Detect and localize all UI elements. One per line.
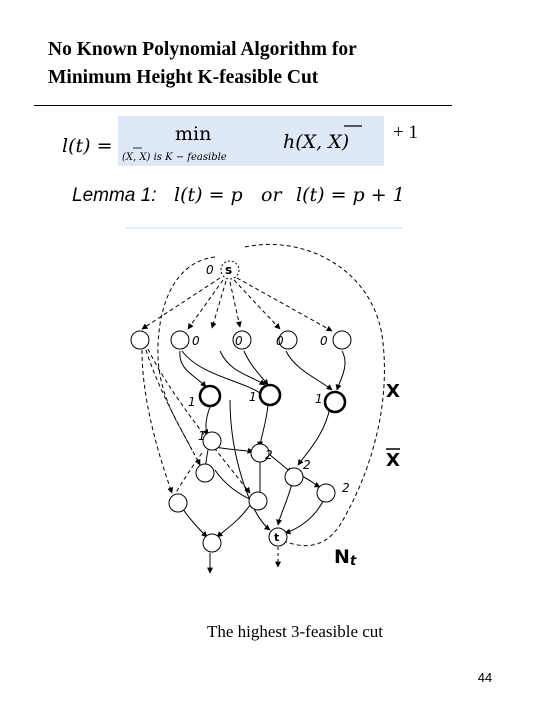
source-label: s: [225, 263, 232, 277]
level1-label-b: 1: [249, 390, 257, 404]
level0-label-a: 0: [192, 334, 200, 348]
node-labels: 0 s 0 0 0 0 1 1 1 1 2 2 2 t: [188, 263, 350, 544]
node-l0-c: [278, 330, 298, 350]
lemma-part-1: l(t) = p: [174, 184, 243, 206]
cut-label-x-1: X: [386, 381, 400, 402]
bottom-outputs: [207, 547, 281, 574]
node-l2-b: [284, 467, 304, 487]
level0-label-d: 0: [320, 334, 328, 348]
node-source: [220, 260, 240, 280]
title-divider: [34, 105, 452, 106]
formula-svg: l(t) = min (X, X) is K − feasible h(X, X…: [62, 116, 418, 206]
page-number: 44: [477, 670, 493, 685]
formula-subscript: (X, X) is K − feasible: [122, 152, 227, 163]
sink-label: t: [274, 531, 279, 544]
figure-caption: The highest 3-feasible cut: [206, 622, 384, 641]
formula-plus-one: + 1: [393, 122, 418, 143]
node-input-left: [130, 330, 150, 350]
node-mid-left: [195, 463, 215, 483]
network-diagram: 0 s 0 0 0 0 1 1 1 1 2 2 2 t X X N t: [120, 225, 420, 585]
title-line-2: Minimum Height K-feasible Cut: [48, 67, 319, 88]
node-l1-c: [323, 390, 347, 414]
lemma-or: or: [261, 184, 283, 206]
cut-label-x-2: X: [386, 450, 400, 471]
level1-label-a: 1: [188, 395, 196, 409]
title-line-1: No Known Polynomial Algorithm for: [48, 39, 357, 60]
node-l1-a: [198, 384, 222, 408]
node-sink: [268, 527, 288, 547]
level2-label-c: 2: [342, 481, 350, 495]
node-low-mid: [248, 491, 268, 511]
lemma-label: Lemma 1:: [72, 185, 156, 206]
node-l2-a: [250, 443, 270, 463]
level0-edges: [179, 350, 346, 394]
left-dashed-edges: [141, 348, 251, 494]
level2-label-b: 2: [303, 458, 311, 472]
formula-lhs: l(t) =: [62, 135, 113, 157]
level2-label-a: 2: [265, 448, 273, 462]
formula-highlight: [118, 116, 384, 166]
cut-labels: X X N t: [334, 381, 400, 569]
source-height-label: 0: [206, 263, 214, 277]
node-l0-a: [170, 330, 190, 350]
node-l1-b: [258, 383, 282, 407]
lemma-part-2: l(t) = p + 1: [296, 184, 405, 206]
level1-label-c: 1: [315, 392, 323, 406]
level1b-label: 1: [198, 429, 206, 443]
level0-label-b: 0: [235, 334, 243, 348]
slide-title: No Known Polynomial Algorithm for Minimu…: [48, 36, 488, 92]
node-l2-c: [316, 483, 336, 503]
network-svg: 0 s 0 0 0 0 1 1 1 1 2 2 2 t X X N t: [126, 227, 402, 574]
node-low-left: [168, 493, 188, 513]
node-bottom: [202, 533, 222, 553]
source-edges: [141, 277, 333, 332]
formula-body: h(X, X): [283, 131, 349, 153]
formula-block: l(t) = min (X, X) is K − feasible h(X, X…: [0, 110, 540, 220]
nt-subscript: t: [350, 554, 357, 569]
nt-label: N: [334, 546, 350, 568]
nodes: [130, 260, 352, 553]
node-l1b: [202, 431, 222, 451]
formula-min: min: [175, 123, 211, 145]
level0-label-c: 0: [276, 334, 284, 348]
node-l0-b: [232, 330, 252, 350]
node-l0-d: [332, 330, 352, 350]
